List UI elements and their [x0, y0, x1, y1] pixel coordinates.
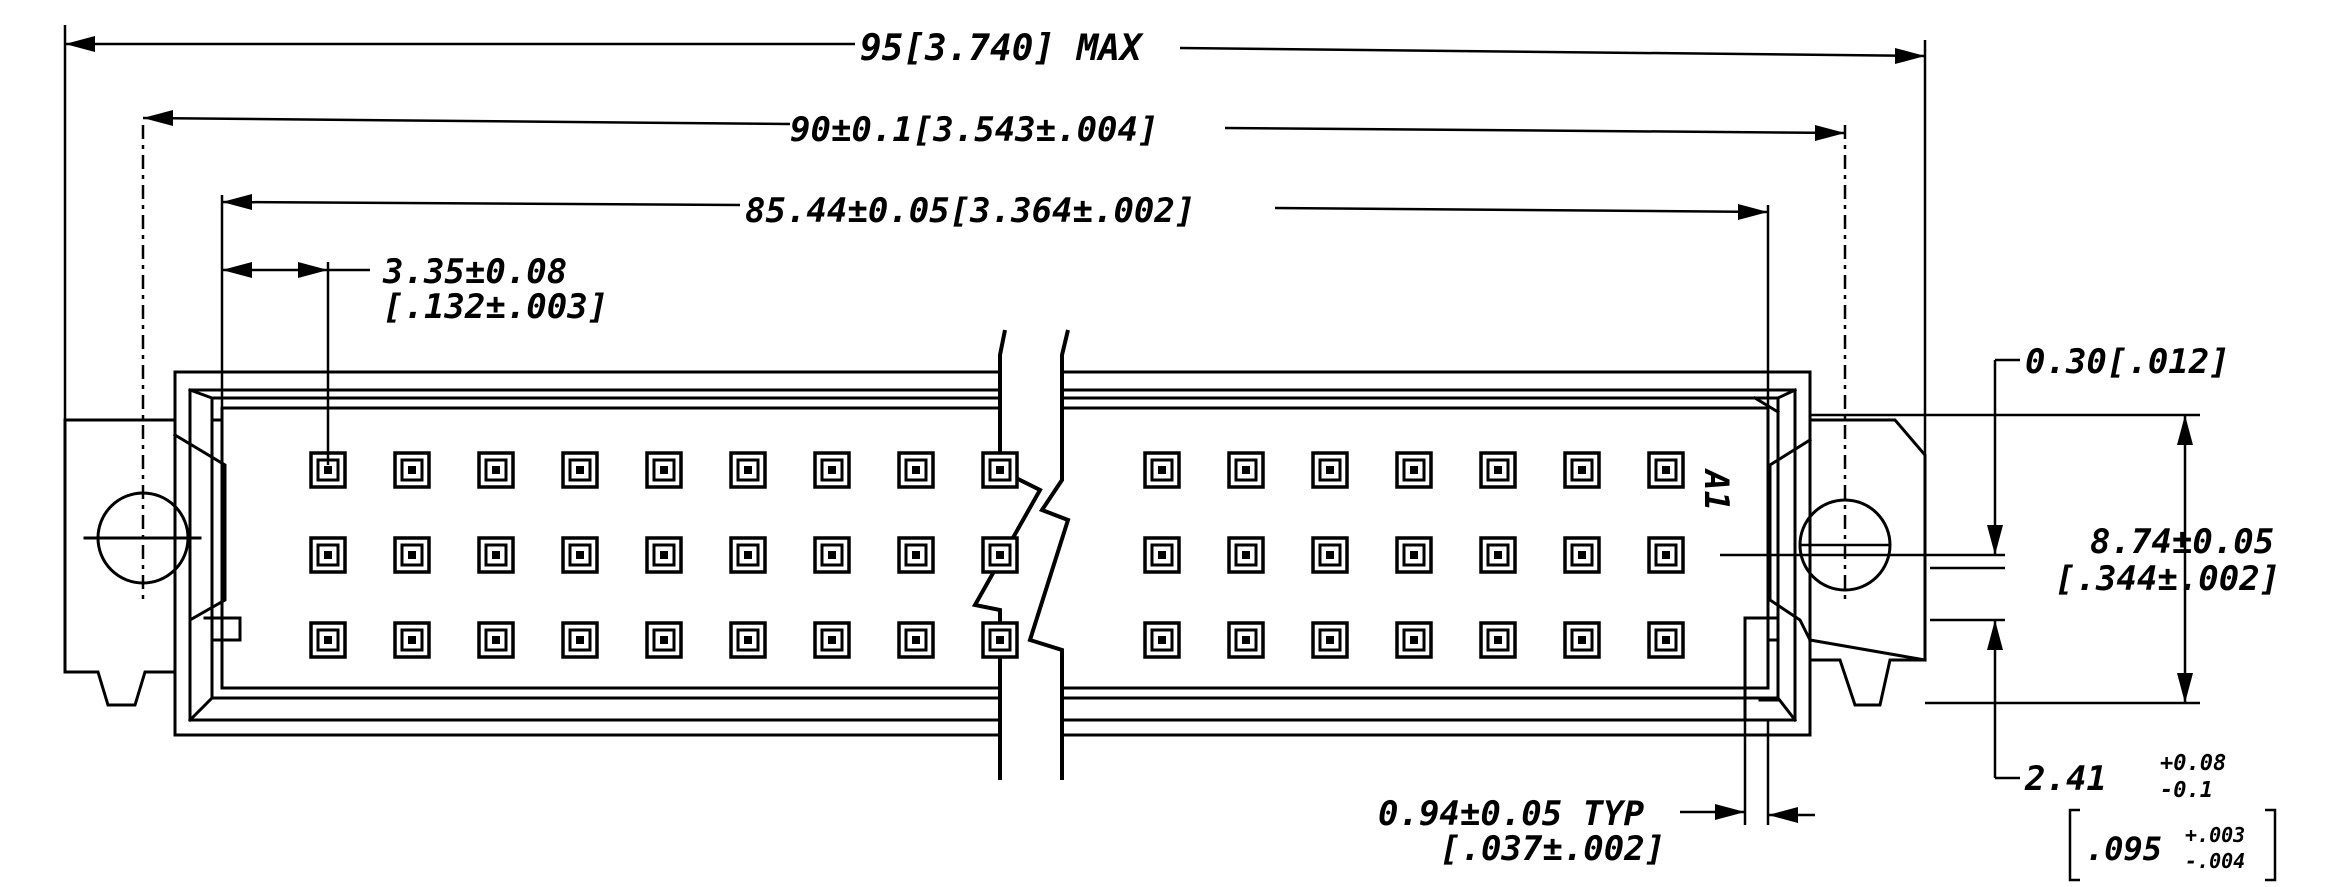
- dim-height: 8.74±0.05 [.344±.002]: [1810, 413, 2280, 705]
- pin-contact: [1227, 621, 1265, 659]
- dim-slot-width-mm: 0.94±0.05 TYP: [1378, 794, 1645, 834]
- pin-contact: [1227, 451, 1265, 489]
- dim-first-pin-offset-in: [.132±.003]: [383, 287, 608, 327]
- dim-height-in: [.344±.002]: [2055, 559, 2280, 599]
- pin-contact: [393, 621, 431, 659]
- pin-contact: [897, 451, 935, 489]
- dim-row-pitch-in-plus: +.003: [2185, 823, 2245, 847]
- dim-slot-width-in: [.037±.002]: [1440, 829, 1665, 869]
- dim-row-pitch-mm-minus: -0.1: [2160, 778, 2213, 803]
- pin-contact: [477, 451, 515, 489]
- dim-row-pitch: 2.41 +0.08 -0.1 .095 +.003 -.004: [1930, 618, 2277, 882]
- pin-contact: [1647, 451, 1685, 489]
- pin-contact: [561, 536, 599, 574]
- pin-label-a1: A1: [1696, 468, 1736, 511]
- pin-contact: [1143, 536, 1181, 574]
- pin-contact: [1479, 621, 1517, 659]
- pin-contact: [1143, 621, 1181, 659]
- dim-edge-offset: 0.30[.012]: [1720, 342, 2230, 570]
- pin-contact: [813, 451, 851, 489]
- dim-height-mm: 8.74±0.05: [2090, 522, 2274, 562]
- dim-mount-hole-spacing: 90±0.1[3.543±.004]: [142, 110, 1846, 150]
- pin-contact: [981, 536, 1019, 574]
- dim-slot-width: 0.94±0.05 TYP [.037±.002]: [1378, 720, 1815, 869]
- pin-contact: [477, 621, 515, 659]
- pin-grid: [309, 451, 1685, 659]
- pin-contact: [897, 621, 935, 659]
- pin-contact: [1563, 536, 1601, 574]
- pin-contact: [1479, 536, 1517, 574]
- connector-housing: [173, 370, 1812, 737]
- pin-contact: [813, 536, 851, 574]
- pin-contact: [1395, 536, 1433, 574]
- pin-contact: [1311, 451, 1349, 489]
- pin-contact: [393, 451, 431, 489]
- break-line: [971, 329, 1071, 780]
- pin-contact: [1647, 536, 1685, 574]
- pin-contact: [645, 451, 683, 489]
- pin-contact: [309, 536, 347, 574]
- pin-contact: [477, 536, 515, 574]
- pin-contact: [645, 536, 683, 574]
- pin-contact: [1143, 451, 1181, 489]
- pin-contact: [897, 536, 935, 574]
- dim-row-pitch-mm-plus: +0.08: [2160, 751, 2226, 776]
- pin-contact: [1311, 621, 1349, 659]
- dim-row-pitch-in: .095: [2085, 830, 2162, 868]
- dim-row-pitch-mm: 2.41: [2024, 759, 2107, 799]
- dim-edge-offset-label: 0.30[.012]: [2025, 342, 2230, 382]
- pin-contact: [561, 621, 599, 659]
- dim-row-pitch-in-minus: -.004: [2185, 849, 2245, 873]
- pin-contact: [393, 536, 431, 574]
- pin-contact: [981, 451, 1019, 489]
- dim-first-pin-offset-mm: 3.35±0.08: [382, 252, 567, 292]
- dim-body-length: 85.44±0.05[3.364±.002]: [220, 191, 1770, 408]
- left-mounting-flange: [63, 125, 227, 707]
- dim-mount-hole-spacing-label: 90±0.1[3.543±.004]: [790, 110, 1158, 150]
- dim-body-length-label: 85.44±0.05[3.364±.002]: [745, 191, 1195, 231]
- dim-first-pin-offset: 3.35±0.08 [.132±.003]: [222, 252, 608, 465]
- pin-contact: [729, 536, 767, 574]
- pin-contact: [1479, 451, 1517, 489]
- dim-overall-max-label: 95[3.740] MAX: [860, 28, 1144, 69]
- right-mounting-flange: [1768, 125, 1927, 707]
- pin-contact: [1395, 621, 1433, 659]
- pin-contact: [645, 621, 683, 659]
- pin-contact: [981, 621, 1019, 659]
- pin-contact: [1563, 451, 1601, 489]
- pin-contact: [561, 451, 599, 489]
- pin-contact: [729, 621, 767, 659]
- dim-overall-max: 95[3.740] MAX: [63, 25, 1927, 455]
- pin-contact: [1395, 451, 1433, 489]
- pin-contact: [1563, 621, 1601, 659]
- pin-contact: [309, 621, 347, 659]
- pin-contact: [813, 621, 851, 659]
- pin-contact: [729, 451, 767, 489]
- pin-contact: [1311, 536, 1349, 574]
- pin-contact: [1647, 621, 1685, 659]
- pin-contact: [1227, 536, 1265, 574]
